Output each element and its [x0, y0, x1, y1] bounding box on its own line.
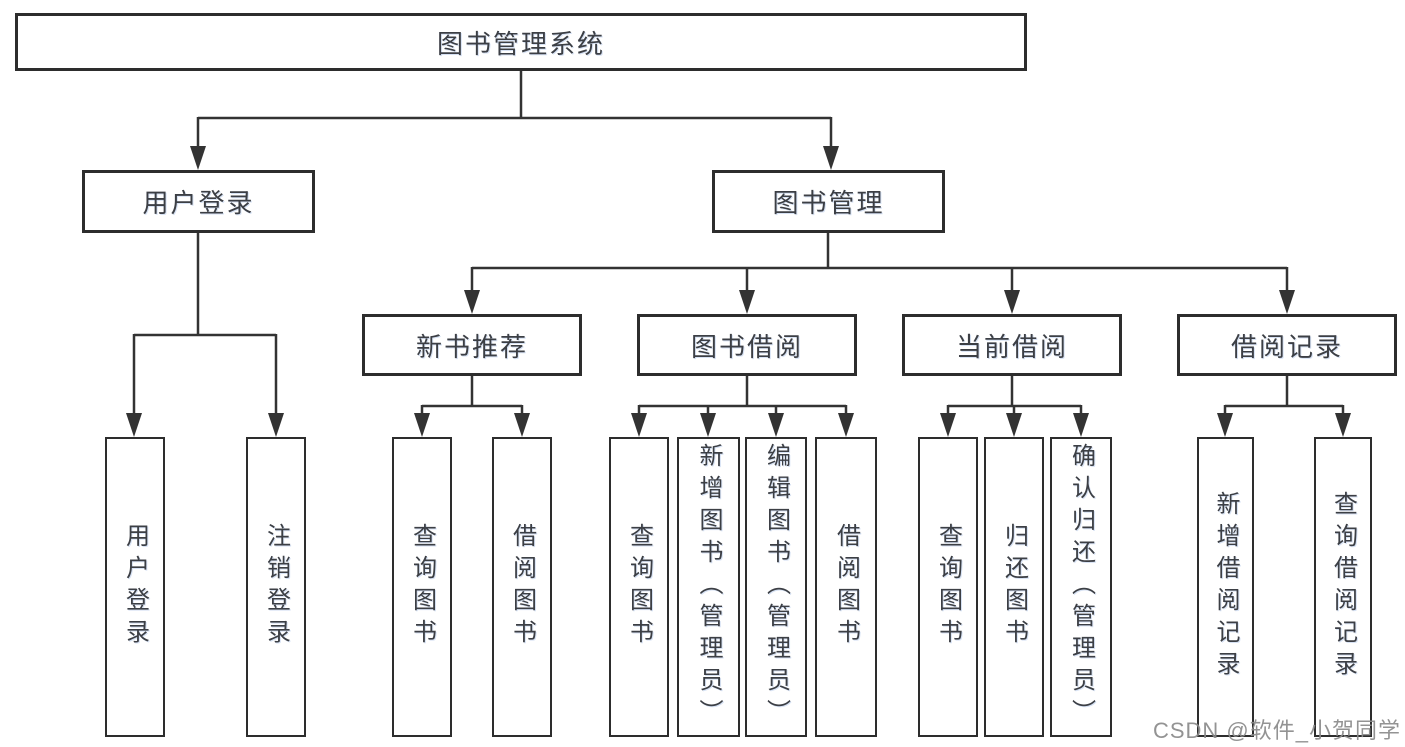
node-root-label: 图书管理系统	[436, 28, 605, 59]
arrowhead-icon	[126, 413, 142, 437]
arrowhead-icon	[1217, 413, 1233, 437]
leaf-add-borrow-record: 新增借阅记录	[1197, 437, 1254, 737]
node-book-borrowing: 图书借阅	[637, 314, 857, 376]
arrowhead-icon	[700, 413, 716, 437]
arrowhead-icon	[514, 413, 530, 437]
leaf-add-book-admin-label: 新增图书（管理员）	[695, 443, 722, 731]
arrowhead-icon	[190, 146, 206, 170]
node-new-book-recommend-label: 新书推荐	[415, 331, 528, 362]
arrowhead-icon	[739, 290, 755, 314]
arrowhead-icon	[1006, 413, 1022, 437]
node-book-management-label: 图书管理	[772, 188, 885, 218]
node-user-login-label: 用户登录	[142, 188, 255, 218]
arrowhead-icon	[1335, 413, 1351, 437]
leaf-query-books-current: 查询图书	[918, 437, 978, 737]
arrowhead-icon	[1004, 290, 1020, 314]
arrowheads	[126, 146, 1351, 437]
leaf-add-borrow-record-label: 新增借阅记录	[1212, 491, 1239, 683]
node-root: 图书管理系统	[15, 13, 1027, 71]
leaf-query-books-borrowing: 查询图书	[609, 437, 669, 737]
node-book-borrowing-label: 图书借阅	[690, 331, 803, 362]
arrowhead-icon	[838, 413, 854, 437]
arrowhead-icon	[940, 413, 956, 437]
leaf-user-login: 用户登录	[105, 437, 165, 737]
leaf-borrow-books-borrowing: 借阅图书	[815, 437, 877, 737]
leaf-query-books-recommend: 查询图书	[392, 437, 452, 737]
node-borrow-records: 借阅记录	[1177, 314, 1397, 376]
leaf-logout-label: 注销登录	[262, 523, 290, 651]
leaf-query-books-recommend-label: 查询图书	[408, 523, 436, 651]
leaf-borrow-books-recommend: 借阅图书	[492, 437, 552, 737]
node-book-management: 图书管理	[712, 170, 945, 233]
leaf-query-books-borrowing-label: 查询图书	[625, 523, 653, 651]
leaf-user-login-label: 用户登录	[121, 523, 149, 651]
arrowhead-icon	[823, 146, 839, 170]
leaf-logout: 注销登录	[246, 437, 306, 737]
leaf-edit-book-admin: 编辑图书（管理员）	[745, 437, 807, 737]
node-borrow-records-label: 借阅记录	[1230, 331, 1343, 362]
node-current-borrowing: 当前借阅	[902, 314, 1122, 376]
leaf-confirm-return-admin-label: 确认归还（管理员）	[1067, 443, 1095, 731]
leaf-return-book: 归还图书	[984, 437, 1044, 737]
csdn-watermark: CSDN @软件_小贺同学	[1152, 718, 1401, 743]
arrowhead-icon	[414, 413, 430, 437]
leaf-borrow-books-borrowing-label: 借阅图书	[832, 523, 860, 651]
leaf-borrow-books-recommend-label: 借阅图书	[508, 523, 536, 651]
arrowhead-icon	[631, 413, 647, 437]
node-new-book-recommend: 新书推荐	[362, 314, 582, 376]
leaf-add-book-admin: 新增图书（管理员）	[677, 437, 740, 737]
leaf-confirm-return-admin: 确认归还（管理员）	[1050, 437, 1112, 737]
leaf-query-borrow-record-label: 查询借阅记录	[1329, 491, 1357, 683]
leaf-query-books-current-label: 查询图书	[934, 523, 962, 651]
leaf-query-borrow-record: 查询借阅记录	[1314, 437, 1372, 737]
arrowhead-icon	[1073, 413, 1089, 437]
arrowhead-icon	[768, 413, 784, 437]
leaf-return-book-label: 归还图书	[1000, 523, 1028, 651]
node-user-login: 用户登录	[82, 170, 315, 233]
leaf-edit-book-admin-label: 编辑图书（管理员）	[762, 443, 790, 731]
node-current-borrowing-label: 当前借阅	[955, 331, 1068, 362]
arrowhead-icon	[1279, 290, 1295, 314]
arrowhead-icon	[464, 290, 480, 314]
arrowhead-icon	[268, 413, 284, 437]
